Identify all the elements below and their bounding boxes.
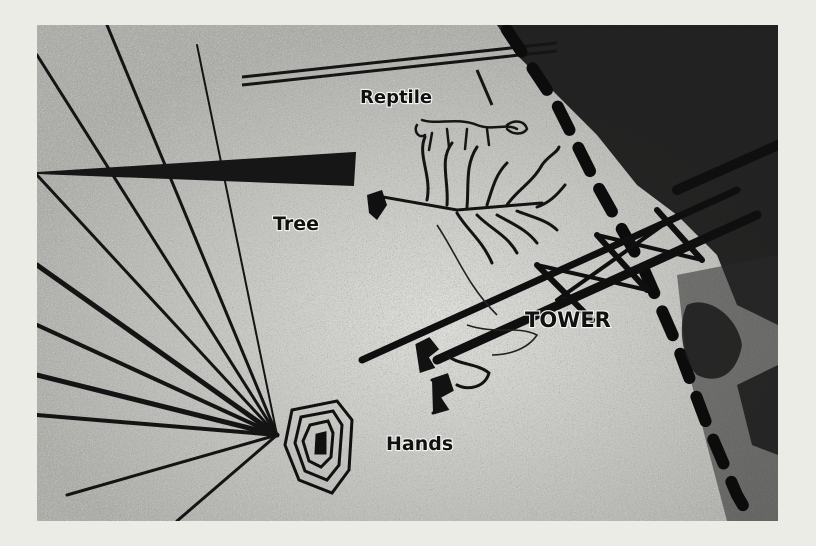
- dashed-road: [501, 25, 758, 521]
- top-straight-lines: [241, 41, 558, 106]
- spiral-figure: [283, 399, 354, 495]
- label-hands: Hands: [386, 433, 453, 455]
- reptile-figure: [414, 118, 529, 152]
- dark-hill-area: [497, 25, 778, 325]
- tower-structure: [358, 140, 778, 365]
- thin-lines: [436, 224, 539, 356]
- tree-base-mark: [367, 190, 387, 220]
- tree-figure: [370, 135, 567, 265]
- nazca-lines-map: Reptile Tree TOWER Hands: [37, 25, 778, 521]
- wedge-line: [37, 151, 357, 187]
- hands-figure: [415, 337, 491, 415]
- lower-right-shadows: [681, 302, 778, 455]
- label-tower: TOWER: [525, 308, 611, 332]
- label-reptile: Reptile: [360, 87, 432, 108]
- radiating-lines: [37, 25, 280, 521]
- map-image-frame: Reptile Tree TOWER Hands: [37, 25, 778, 521]
- label-tree: Tree: [273, 213, 319, 235]
